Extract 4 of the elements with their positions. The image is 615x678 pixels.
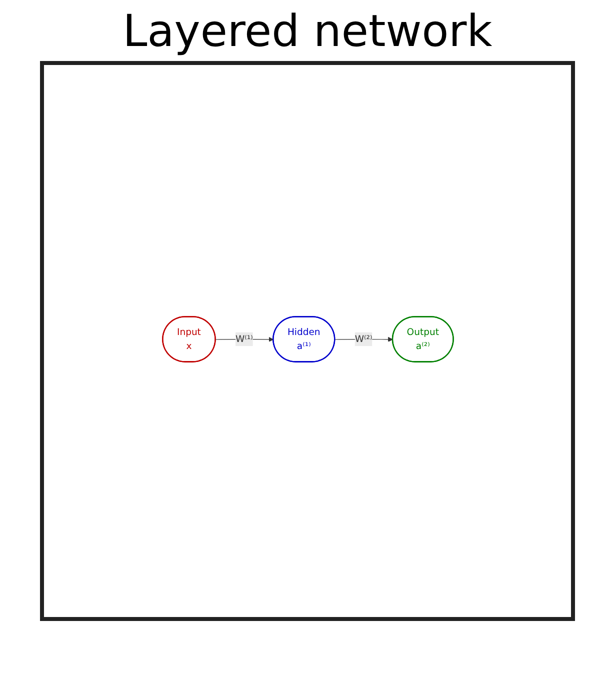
edge-label: W⁽²⁾: [354, 333, 372, 344]
diagram-frame: W⁽¹⁾ W⁽²⁾ Input x Hidden a⁽¹⁾ Output a⁽²⁾: [40, 61, 575, 621]
diagram-title: Layered network: [122, 6, 494, 57]
edge-label: W⁽¹⁾: [235, 333, 252, 344]
